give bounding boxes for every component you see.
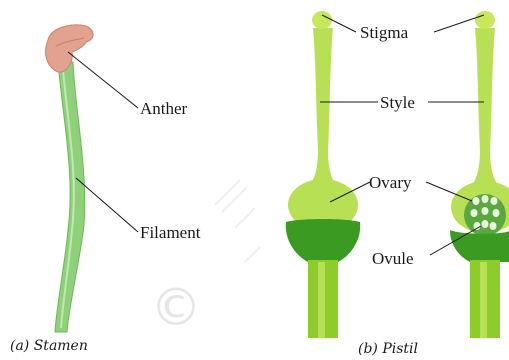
receptacle-left: [286, 219, 360, 262]
leader-filament: [76, 178, 138, 232]
caption-stamen: (a) Stamen: [10, 339, 88, 353]
leader-anther: [68, 52, 138, 108]
label-anther: Anther: [140, 100, 187, 117]
label-stigma: Stigma: [360, 24, 408, 41]
anther: [46, 25, 94, 72]
label-filament: Filament: [140, 224, 200, 241]
style-left: [302, 28, 344, 195]
pistil-right: [450, 11, 509, 338]
label-style: Style: [380, 94, 415, 111]
pedicel-right-highlight: [480, 262, 487, 338]
copyright-watermark: ©: [150, 278, 202, 338]
caption-pistil: (b) Pistil: [358, 342, 418, 356]
receptacle-right: [450, 230, 509, 262]
filament: [55, 62, 85, 332]
pedicel-left-highlight: [318, 262, 325, 338]
stigma-right: [475, 11, 495, 29]
pistil-left: [286, 11, 360, 338]
label-ovary: Ovary: [369, 174, 411, 191]
style-right: [464, 28, 506, 195]
stigma-left: [312, 11, 332, 29]
label-ovule: Ovule: [372, 250, 414, 267]
ovules: [471, 195, 500, 230]
watermark-lines: [215, 180, 260, 262]
stamen: [46, 25, 94, 332]
